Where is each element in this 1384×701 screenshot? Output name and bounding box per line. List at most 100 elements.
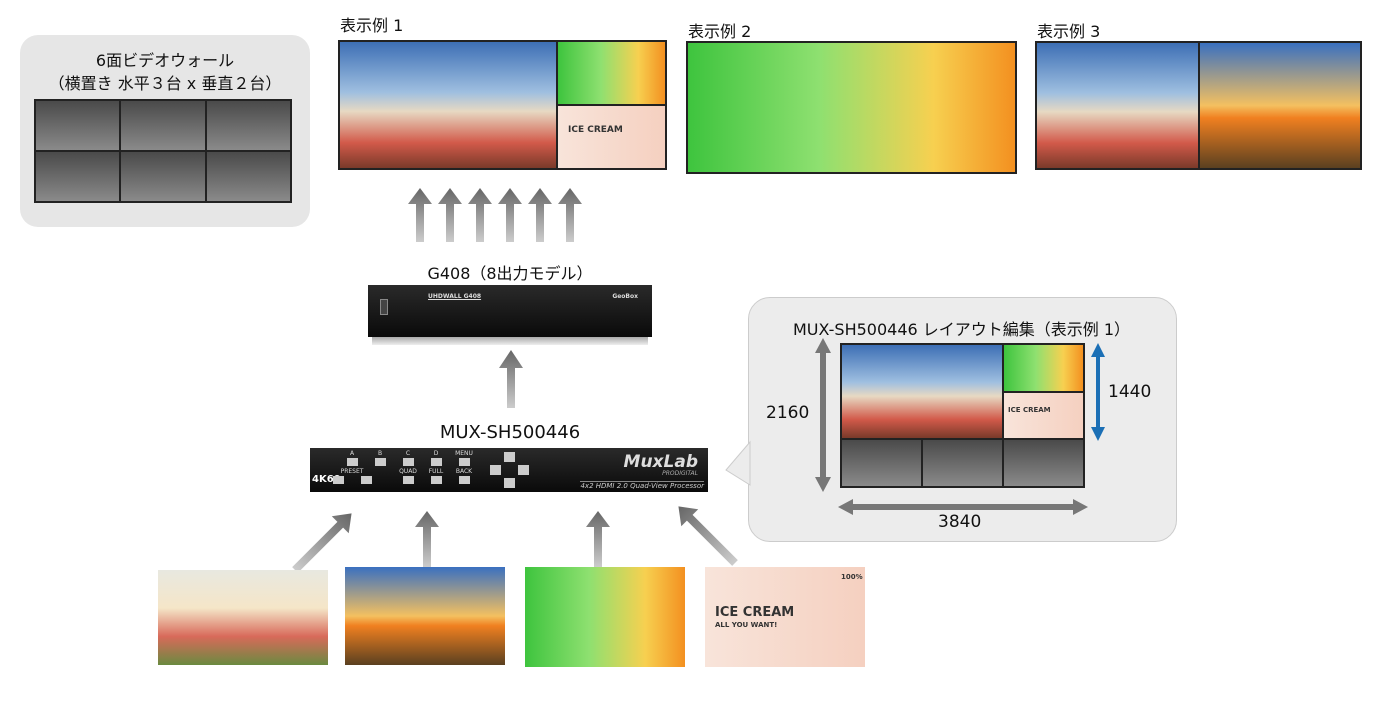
button-label: QUAD [399,468,417,475]
portrait-image [340,42,556,168]
height-used-label: 1440 [1108,382,1152,402]
example-3-display [1035,41,1362,170]
g408-label: G408（8出力モデル） [427,264,593,283]
width-arrow-icon [838,499,1088,515]
unused-monitor [842,440,921,486]
arrow-icon [678,506,738,566]
button-key[interactable] [458,458,470,466]
height-arrow-icon [815,338,831,492]
ad-headline: ICE CREAM [715,605,795,620]
arrow-up-icon [586,511,610,567]
button-key[interactable] [346,458,358,466]
button-label: MENU [455,450,473,457]
button-full[interactable]: FULL [422,468,450,484]
monitor [36,152,120,201]
mux-device: 4K60 A B C D MENU PRESET QUAD FULL BACK … [310,448,708,492]
button-label: PRESET [340,468,364,475]
soccer-image [558,42,665,104]
arrow-up-icon [498,188,522,242]
muxlab-logo: MuxLab [623,452,698,472]
arrow-up-icon [558,188,582,242]
button-c[interactable]: C [394,450,422,466]
button-key[interactable] [402,458,414,466]
video-wall-panel: 6面ビデオウォール （横置き 水平３台 x 垂直２台） [20,35,310,227]
source-sunset [345,567,505,665]
button-d[interactable]: D [422,450,450,466]
power-switch[interactable] [380,299,388,315]
source-portrait [158,570,328,665]
unused-monitor [1004,440,1083,486]
unused-monitor [923,440,1002,486]
ad-subline: ALL YOU WANT! [715,621,778,629]
button-key[interactable] [430,458,442,466]
prodigital-logo: PRODIGITAL [662,470,698,477]
callout-tail [725,440,751,486]
used-height-arrow-icon [1091,343,1105,441]
example-2-label: 表示例 2 [688,22,752,41]
button-label: C [405,450,411,457]
example-2-display [686,41,1017,174]
down-button[interactable] [504,478,515,488]
ad-badge: 100% [841,573,863,581]
button-key[interactable] [360,476,372,484]
video-wall-grid [34,99,292,203]
button-key[interactable] [402,476,414,484]
button-back[interactable]: BACK [450,468,478,484]
right-button[interactable] [518,465,529,475]
arrow-icon [292,513,352,573]
monitor [206,101,290,150]
layout-grid: ICE CREAM [840,343,1085,488]
video-wall-subtitle: （横置き 水平３台 x 垂直２台） [48,74,282,93]
layout-editor-title: MUX-SH500446 レイアウト編集（表示例 1） [792,320,1131,339]
mux-description: 4x2 HDMI 2.0 Quad-View Processor [580,481,704,490]
monitor [36,101,120,150]
monitor [206,152,290,201]
arrow-up-icon [499,350,523,408]
width-total-label: 3840 [938,512,982,532]
g408-panel-title: UHDWALL G408 [428,293,482,300]
soccer-image [1004,345,1083,391]
button-label: B [377,450,383,457]
button-key[interactable] [430,476,442,484]
mux-label: MUX-SH500446 [439,422,581,443]
left-button[interactable] [490,465,501,475]
button-b[interactable]: B [366,450,394,466]
input-arrows [292,506,738,573]
dimension-arrows [815,338,1105,515]
button-preset[interactable]: PRESET [332,468,372,484]
button-key[interactable] [458,476,470,484]
sunset-image [1199,43,1360,168]
front-buttons: A B C D MENU PRESET QUAD FULL BACK [332,450,478,484]
example-1-display: ICE CREAM [338,40,667,170]
4k60-badge: 4K60 [312,474,341,485]
arrow-up-icon [408,188,432,242]
ice-cream-ad: ICE CREAM [1004,392,1083,439]
geobox-logo: GeoBox [612,293,638,300]
button-label: A [349,450,355,457]
arrow-up-icon [468,188,492,242]
portrait-image [842,345,1002,439]
monitor [121,152,205,201]
source-soccer [525,567,685,667]
button-key[interactable] [374,458,386,466]
button-a[interactable]: A [338,450,366,466]
source-ice-cream-ad: ICE CREAM ALL YOU WANT! 100% [705,567,865,667]
button-key[interactable] [332,476,344,484]
monitor [121,101,205,150]
portrait-image [1037,43,1198,168]
button-label: FULL [428,468,444,475]
up-button[interactable] [504,452,515,462]
button-menu[interactable]: MENU [450,450,478,466]
button-label: BACK [455,468,473,475]
direction-pad [490,452,530,488]
ice-cream-ad: ICE CREAM [558,106,665,168]
device-feet [372,337,648,345]
arrow-up-icon [528,188,552,242]
arrow-up-icon [438,188,462,242]
video-wall-title: 6面ビデオウォール [95,51,235,70]
button-quad[interactable]: QUAD [394,468,422,484]
example-3-label: 表示例 3 [1037,22,1101,41]
g408-device: UHDWALL G408 GeoBox [368,285,652,337]
height-total-label: 2160 [766,403,810,423]
arrow-up-icon [415,511,439,567]
